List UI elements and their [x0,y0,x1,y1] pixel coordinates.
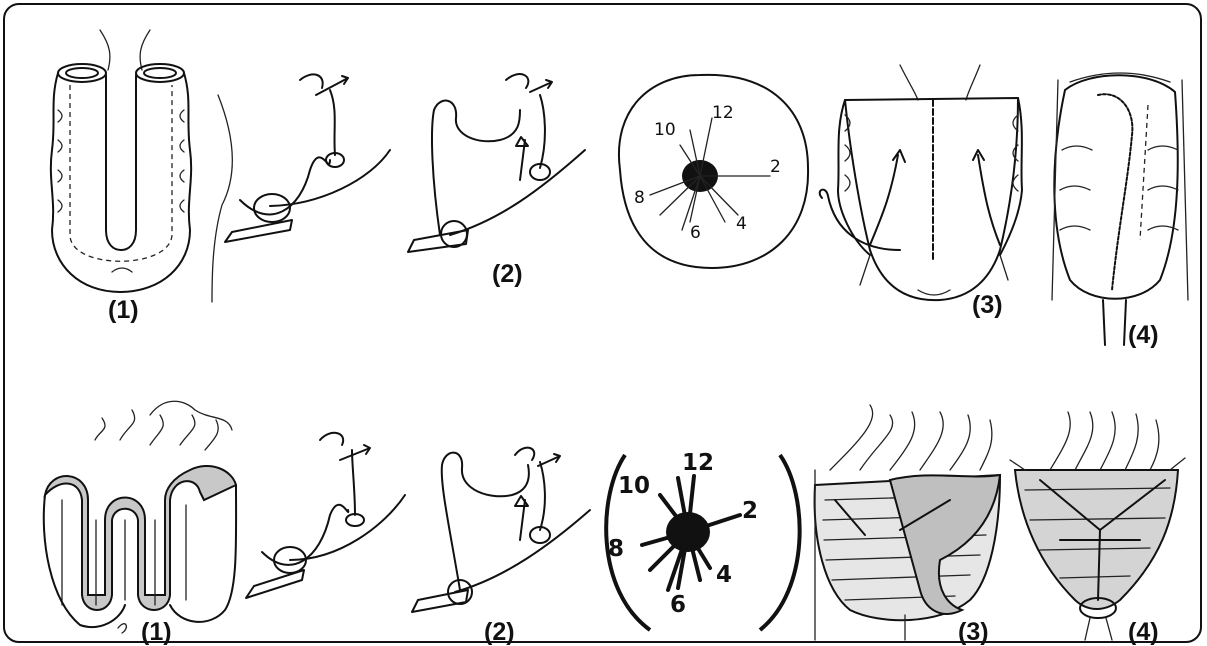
top-panel-1-label: (1) [108,296,139,324]
bottom-clock-6: 6 [670,592,686,618]
top-panel-2-label: (2) [492,260,523,288]
top-panel-4-label: (4) [1128,321,1159,349]
top-suture-loop-drawing-b [408,74,585,252]
top-clock-12: 12 [712,103,734,123]
bottom-suture-loop-drawing-a [246,433,405,598]
top-clock-2: 2 [770,157,781,177]
top-pouch-suture-drawing [820,65,1022,300]
bottom-w-limb-drawing [44,401,236,633]
bottom-panel-4-label: (4) [1128,618,1159,646]
bottom-suture-loop-drawing-b [412,448,590,612]
bottom-clock-2: 2 [742,498,758,524]
bottom-panel-3-label: (3) [958,618,989,646]
bottom-panel-2-label: (2) [484,618,515,646]
bottom-closed-shaded-pouch-drawing [1010,412,1185,640]
top-panel-3-label: (3) [972,291,1003,319]
bottom-clock-8: 8 [608,536,624,562]
top-closed-pouch-drawing [1052,73,1188,345]
top-clock-10: 10 [654,120,676,140]
bottom-clock-10: 10 [618,473,650,499]
bottom-clock-12: 12 [682,450,714,476]
top-suture-loop-drawing-a [212,74,390,302]
bottom-clock-4: 4 [716,562,732,588]
top-clock-8: 8 [634,188,645,208]
bottom-panel-1-label: (1) [141,618,172,646]
top-u-limb-drawing [51,30,191,292]
top-clock-6: 6 [690,223,701,243]
top-clock-4: 4 [736,214,747,234]
bottom-shaded-pouch-drawing [815,405,1000,640]
